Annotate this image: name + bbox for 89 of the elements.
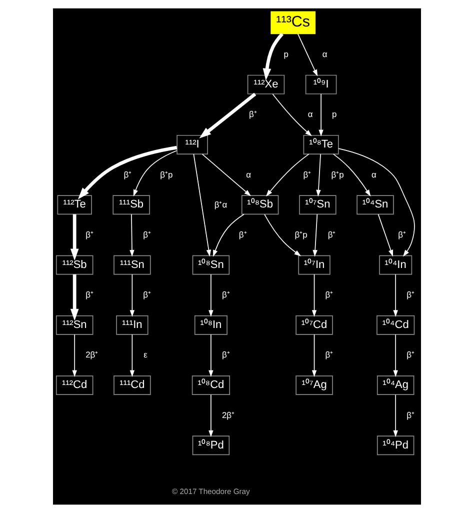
arrow xyxy=(208,334,214,378)
node-box: ¹¹²Cd xyxy=(56,376,94,395)
edge-label: 2β⁺ xyxy=(222,410,235,420)
edge-label: ε xyxy=(144,350,148,360)
node-box: ¹⁰⁴Sn xyxy=(356,195,394,215)
arrow xyxy=(202,154,252,196)
arrow xyxy=(262,32,284,80)
node-box: ¹⁰⁹I xyxy=(305,74,337,94)
edge-label: β⁺ xyxy=(303,169,312,180)
edge-label: β⁺ xyxy=(143,290,152,300)
node-box: ¹⁰⁷Sn xyxy=(299,195,336,215)
arrow xyxy=(130,274,135,317)
arrow xyxy=(338,148,415,257)
node-box: ¹⁰⁸Pd xyxy=(192,436,230,456)
edge-label: β⁺α xyxy=(214,199,228,210)
edge-label: β⁺ xyxy=(143,229,152,240)
edge-label: β⁺ xyxy=(222,290,230,300)
node-box: ¹¹¹In xyxy=(116,315,148,335)
node-box: ¹⁰⁴Ag xyxy=(376,376,414,395)
node-box: ¹¹²Te xyxy=(57,195,92,215)
arrow xyxy=(70,274,79,321)
edge-label: β⁺ xyxy=(249,109,257,120)
node-box: ¹⁰⁷Ag xyxy=(296,376,333,395)
edge-label: β⁺ xyxy=(325,290,334,300)
edge-label: α xyxy=(246,169,251,180)
edge-label: p xyxy=(332,109,337,120)
node-box: ¹⁰⁸In xyxy=(194,315,228,335)
node-box: ¹¹³Cs xyxy=(270,11,316,34)
arrow xyxy=(199,92,256,138)
label: © 2017 Theodore Gray xyxy=(172,486,250,496)
node-box: ¹¹¹Sb xyxy=(112,195,150,215)
arrow xyxy=(133,150,178,196)
arrow xyxy=(332,154,371,196)
arrow xyxy=(312,334,317,378)
node-box: ¹¹²I xyxy=(176,134,208,154)
edge-label: β⁺p xyxy=(331,169,344,180)
edge-label: β⁺ xyxy=(398,229,406,240)
node-box: ¹⁰⁷Cd xyxy=(296,315,333,335)
edge-label: α xyxy=(322,49,328,60)
edge-label: β⁺ xyxy=(124,169,132,180)
node-box: ¹⁰⁷In xyxy=(298,255,330,275)
edge-label: p xyxy=(284,49,288,60)
node-box: ¹⁰⁴Pd xyxy=(376,436,414,456)
arrow xyxy=(266,154,310,196)
edge-label: β⁺ xyxy=(86,290,94,300)
edge-label: β⁺ xyxy=(238,229,247,240)
arrow xyxy=(208,394,214,438)
edge-label: α xyxy=(371,169,376,180)
arrow xyxy=(318,94,324,136)
node-box: ¹⁰⁴Cd xyxy=(376,315,415,335)
arrow xyxy=(213,214,244,257)
arrow xyxy=(272,94,312,136)
edge-label: β⁺p xyxy=(160,169,173,180)
node-box: ¹¹²Sn xyxy=(56,315,94,335)
arrow xyxy=(393,394,398,438)
arrow xyxy=(393,334,398,378)
edge-label: β⁺ xyxy=(328,229,336,240)
node-box: ¹¹¹Sn xyxy=(114,255,151,275)
arrow xyxy=(316,154,321,197)
arrow xyxy=(208,274,214,317)
node-box: ¹¹¹Cd xyxy=(114,376,151,395)
arrow xyxy=(297,33,318,76)
edge-label: 2β⁺ xyxy=(86,350,98,360)
arrow xyxy=(264,214,302,256)
arrow xyxy=(312,274,317,317)
edge-label: β⁺ xyxy=(406,290,414,300)
edge-label: α xyxy=(308,109,313,120)
edge-label: β⁺ xyxy=(406,350,414,360)
arrow xyxy=(393,274,398,317)
arrow xyxy=(312,214,318,257)
arrow xyxy=(193,154,212,257)
node-box: ¹⁰⁸Cd xyxy=(192,376,230,395)
node-box: ¹¹²Sb xyxy=(56,255,94,275)
arrow xyxy=(130,214,134,257)
arrow xyxy=(78,146,178,200)
edge-label: β⁺ xyxy=(406,410,414,420)
node-box: ¹⁰⁸Sb xyxy=(241,195,279,215)
edge-label: β⁺p xyxy=(294,229,308,240)
edge-label: β⁺ xyxy=(222,350,230,360)
arrow xyxy=(72,334,77,378)
node-box: ¹⁰⁸Sn xyxy=(192,255,230,275)
node-box: ¹⁰⁴In xyxy=(379,255,412,275)
arrow xyxy=(130,334,135,378)
node-box: ¹¹²Xe xyxy=(247,74,285,94)
node-box: ¹⁰⁸Te xyxy=(303,134,339,154)
edge-label: β⁺ xyxy=(325,350,334,360)
arrow xyxy=(378,214,394,257)
arrow xyxy=(70,214,79,261)
edge-label: β⁺ xyxy=(86,229,94,240)
